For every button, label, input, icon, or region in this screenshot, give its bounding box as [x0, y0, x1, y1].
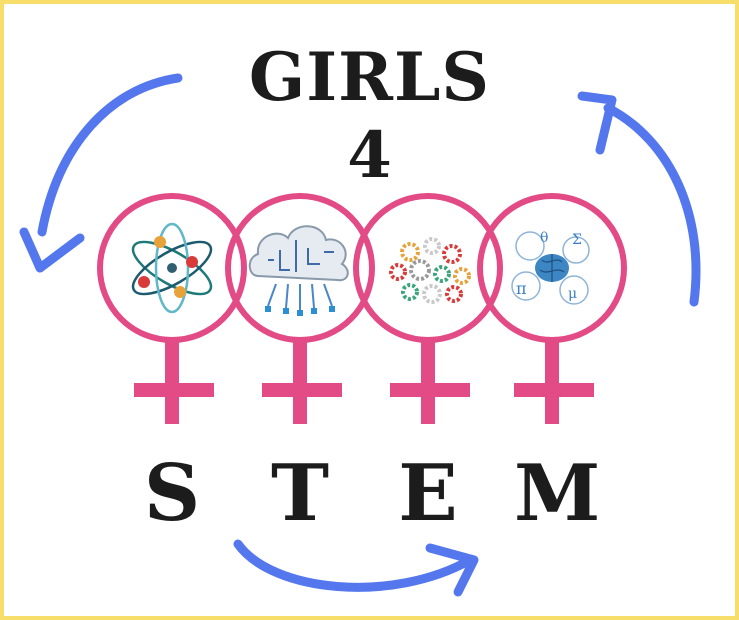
pi-symbol: π — [516, 279, 527, 298]
theta-symbol: θ — [540, 230, 548, 246]
title-four: 4 — [347, 118, 392, 193]
letter-s: S — [143, 448, 201, 539]
letter-t: T — [270, 448, 330, 539]
arrowhead-top-left — [19, 227, 85, 273]
letter-e: E — [398, 448, 458, 539]
arrow-top-left — [37, 73, 183, 237]
arrow-top-right — [603, 103, 701, 307]
arrow-bottom — [233, 539, 475, 592]
gears-icon — [389, 237, 471, 304]
mu-symbol: μ — [568, 286, 577, 302]
arrowhead-bottom — [425, 543, 479, 597]
title-girls: GIRLS — [248, 38, 491, 116]
sigma-symbol: Σ — [572, 232, 582, 248]
cloud-circuit-icon — [248, 225, 349, 316]
atom-icon — [131, 222, 213, 314]
letter-m: M — [514, 448, 601, 539]
arrowhead-top-right — [577, 91, 617, 155]
brain-math-icon — [511, 231, 590, 305]
